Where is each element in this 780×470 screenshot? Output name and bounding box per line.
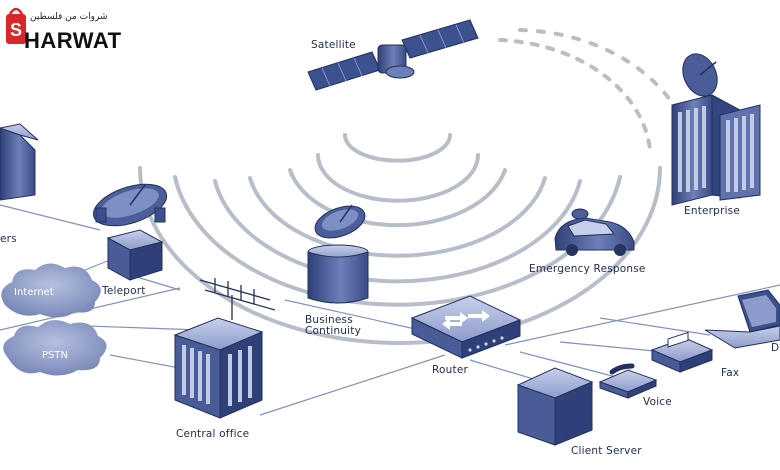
- business-label: Business: [305, 314, 353, 326]
- right-cut-label: D: [771, 342, 780, 354]
- left-cut-label: ers: [0, 233, 17, 245]
- line-teleport-left: [0, 204, 101, 231]
- pstn-label: PSTN: [42, 350, 68, 361]
- voice-label: Voice: [643, 396, 672, 408]
- continuity-label: Continuity: [305, 325, 362, 337]
- teleport-dish-icon: [92, 183, 168, 281]
- line-router-voice: [519, 351, 621, 379]
- satellite-icon: [307, 19, 479, 91]
- line-central-router: [259, 354, 446, 416]
- internet-cloud-icon: [1, 263, 101, 318]
- internet-label: Internet: [14, 287, 54, 298]
- logo-arabic-text: شروات من فلسطين: [30, 12, 108, 22]
- emergency-response-label: Emergency Response: [529, 263, 646, 275]
- client-server-label: Client Server: [571, 445, 642, 457]
- fax-label: Fax: [721, 367, 740, 379]
- enterprise-building-icon: [671, 53, 761, 206]
- pstn-cloud-icon: [3, 320, 107, 376]
- line-business-router: [284, 299, 421, 331]
- connection-lines: [0, 204, 780, 416]
- emergency-vehicle-icon: [554, 208, 635, 256]
- line-router-fax: [559, 341, 666, 353]
- logo-name: HARWAT: [24, 28, 122, 53]
- router-icon: [410, 295, 522, 359]
- logo-bag-icon: S: [6, 7, 26, 44]
- client-server-icon: [516, 367, 594, 446]
- router-label: Router: [432, 364, 468, 376]
- business-continuity-icon: [307, 204, 369, 304]
- enterprise-label: Enterprise: [684, 205, 741, 217]
- line-router-laptop: [599, 317, 711, 336]
- brand-logo[interactable]: شروات من فلسطين HARWAT: [4, 4, 124, 54]
- laptop-icon: [704, 289, 780, 349]
- line-router-right: [504, 284, 780, 346]
- teleport-label: Teleport: [102, 285, 146, 297]
- logo-initial: S: [10, 20, 22, 40]
- satellite-label: Satellite: [311, 39, 356, 51]
- voice-phone-icon: [598, 363, 658, 399]
- central-office-label: Central office: [176, 428, 250, 440]
- central-office-icon: [173, 278, 276, 419]
- fax-machine-icon: [650, 331, 714, 373]
- satellite-waves: [138, 28, 692, 345]
- left-building-icon: [0, 123, 39, 201]
